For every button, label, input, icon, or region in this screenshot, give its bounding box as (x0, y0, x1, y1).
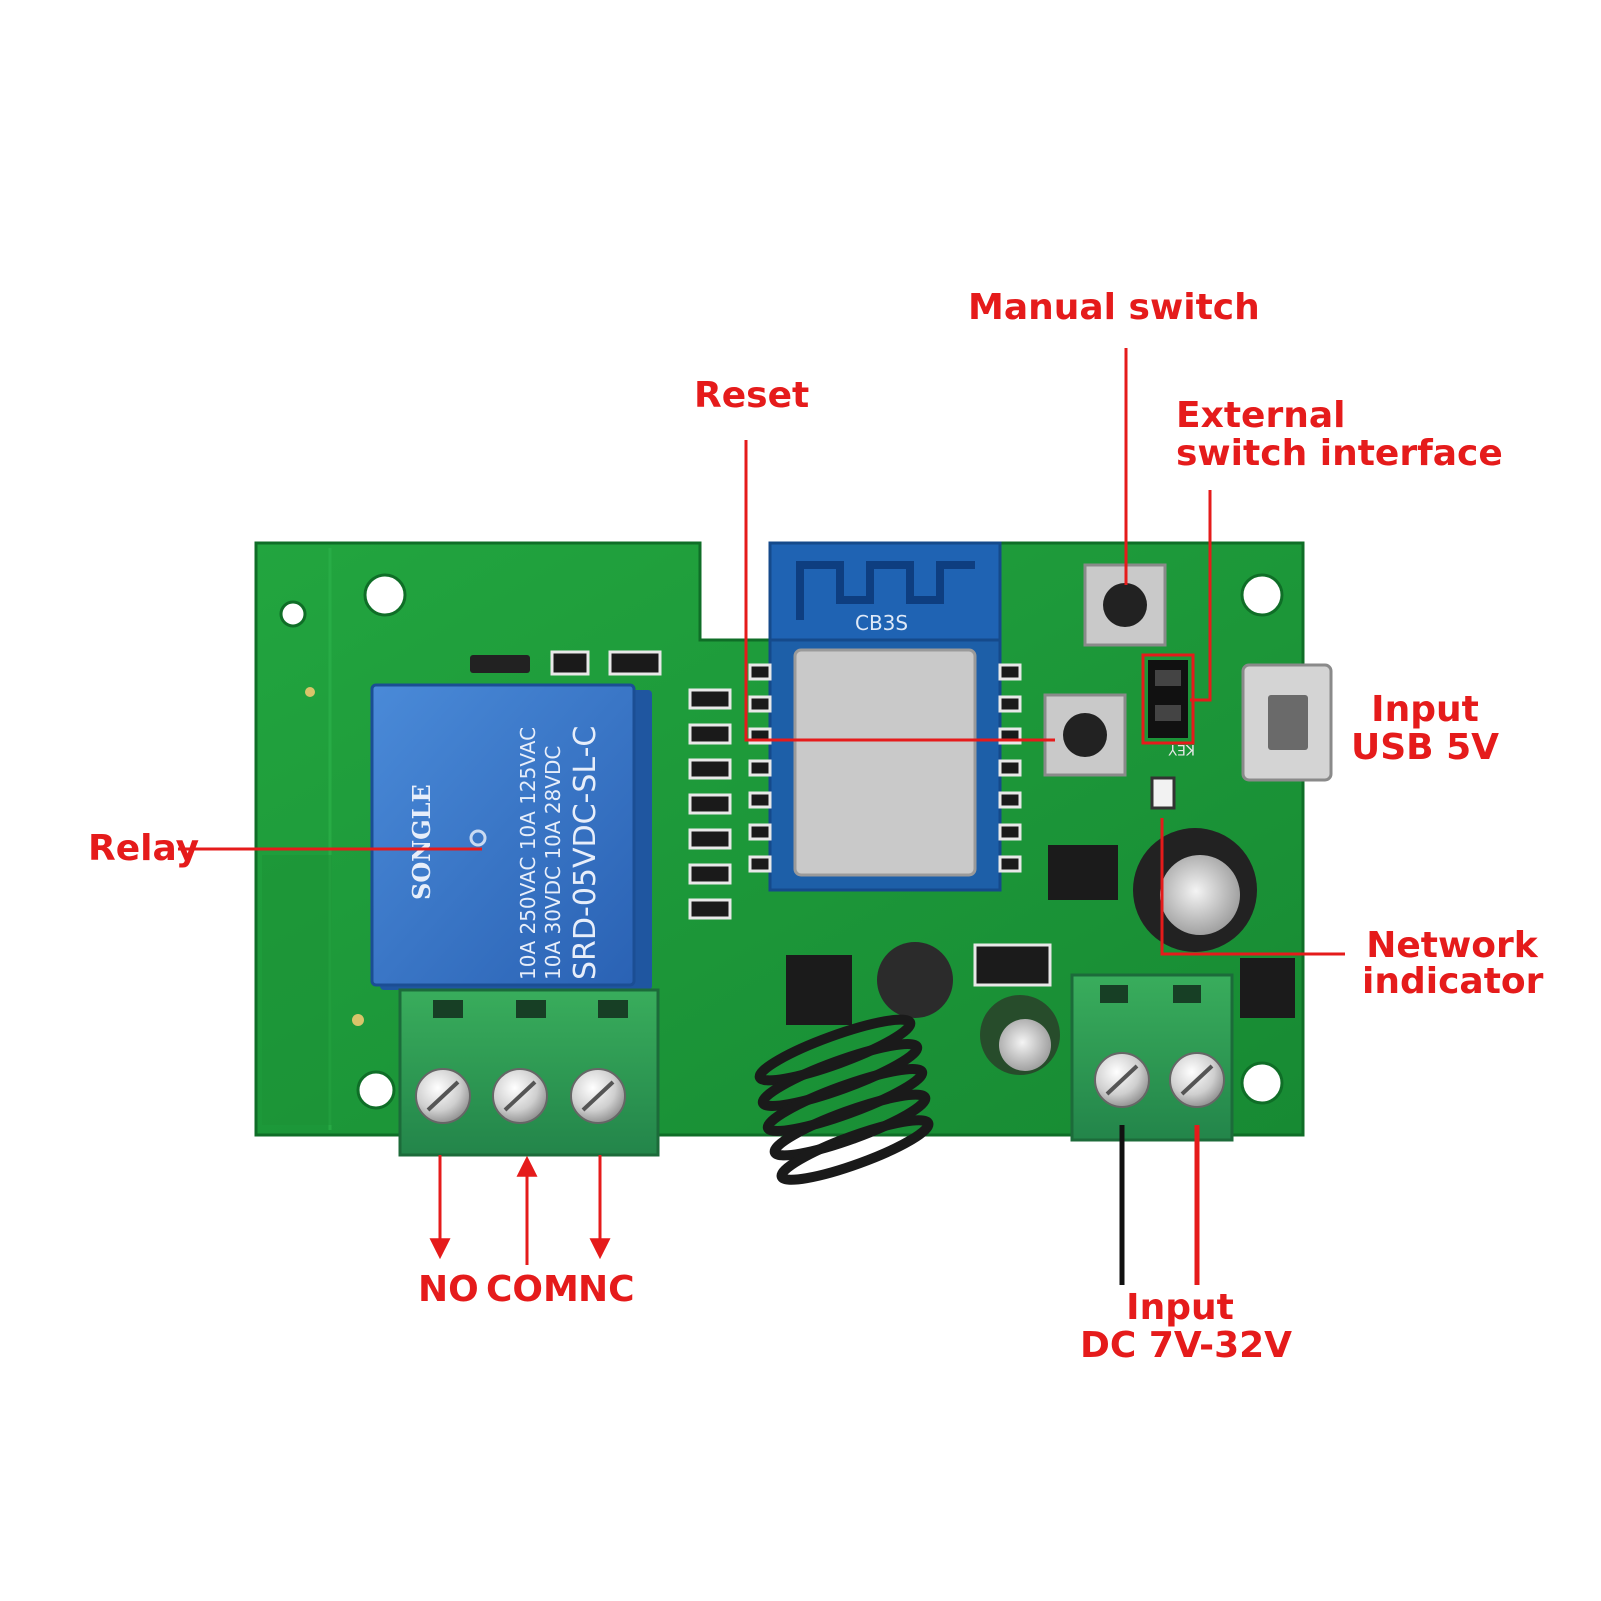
key-marking: KEY (1168, 741, 1195, 757)
label-nc: NC (578, 1269, 635, 1310)
label-external-switch-line1: External (1176, 395, 1346, 436)
label-input-usb-line1: Input (1371, 689, 1479, 730)
label-external-switch-line2: switch interface (1176, 433, 1503, 474)
relay-component: SONGLE SRD-05VDC-SL-C 10A 250VAC 10A 125… (370, 683, 652, 990)
wifi-module: CB3S (768, 541, 1002, 892)
reset-button (1043, 693, 1127, 777)
label-manual-switch: Manual switch (968, 287, 1260, 328)
label-network-indicator-line1: Network (1366, 925, 1538, 966)
external-switch-highlight (1141, 653, 1195, 745)
label-com: COM (486, 1269, 579, 1310)
inductor (877, 942, 953, 1018)
relay-rating-dc: 10A 30VDC 10A 28VDC (541, 746, 565, 980)
module-label: CB3S (855, 611, 908, 635)
leader-external-switch (1190, 490, 1212, 702)
network-indicator-led (1150, 776, 1176, 810)
label-network-indicator-line2: indicator (1362, 961, 1544, 1002)
dc-terminal-block (1070, 973, 1234, 1142)
label-no: NO (418, 1269, 479, 1310)
relay-rating-ac: 10A 250VAC 10A 125VAC (516, 727, 540, 980)
label-reset: Reset (694, 375, 810, 416)
mounting-hole (356, 1070, 396, 1110)
capacitor (1133, 828, 1257, 952)
mounting-hole (1240, 573, 1284, 617)
leader-lines (178, 348, 1345, 1285)
mounting-hole (363, 573, 407, 617)
mounting-hole (279, 600, 307, 628)
relay-brand: SONGLE (407, 784, 436, 900)
leader-network-indicator (1160, 818, 1345, 956)
label-input-usb-line2: USB 5V (1350, 727, 1500, 768)
mounting-hole (1240, 1061, 1284, 1105)
label-relay: Relay (88, 828, 200, 869)
antenna-coil (754, 1014, 934, 1185)
label-input-dc-line1: Input (1126, 1287, 1234, 1328)
label-input-dc-line2: DC 7V-32V (1080, 1325, 1293, 1366)
leader-reset (744, 440, 1055, 742)
usb-port (1241, 663, 1333, 782)
external-switch-header: KEY (1148, 660, 1195, 757)
relay-terminal-block (398, 988, 660, 1157)
relay-model: SRD-05VDC-SL-C (568, 726, 603, 980)
